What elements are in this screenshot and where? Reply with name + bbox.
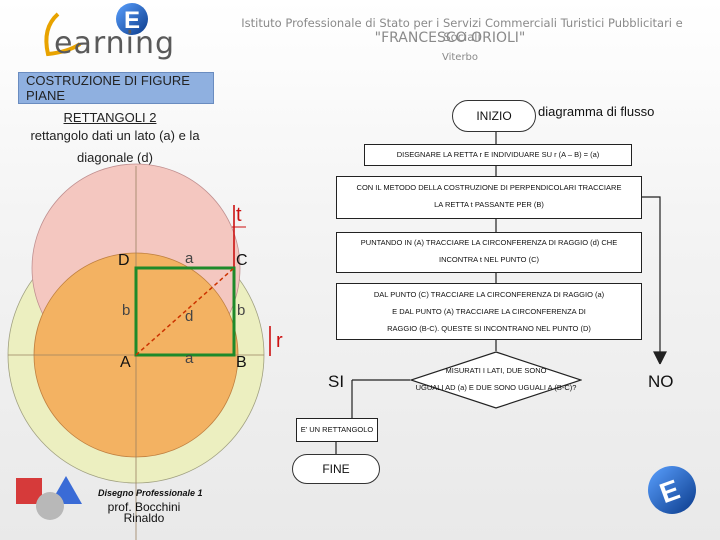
- flow-step-4: DAL PUNTO (C) TRACCIARE LA CIRCONFERENZA…: [336, 283, 642, 340]
- flow-result-label: E' UN RETTANGOLO: [300, 425, 374, 434]
- flow-result: E' UN RETTANGOLO: [296, 418, 378, 442]
- decision-diamond: [410, 351, 582, 409]
- flow-step-1-label: DISEGNARE LA RETTA r E INDIVIDUARE SU r …: [396, 150, 600, 159]
- institute-city: Viterbo: [441, 52, 479, 63]
- label-a-bottom: a: [185, 350, 194, 367]
- learning-e-icon: E: [44, 3, 148, 57]
- lesson-title-line1: COSTRUZIONE DI FIGURE: [26, 73, 190, 88]
- logo-word: earning: [54, 26, 176, 61]
- label-b-left: b: [122, 302, 131, 319]
- flow-step-3-line1: PUNTANDO IN (A) TRACCIARE LA CIRCONFEREN…: [360, 238, 618, 247]
- geometric-shapes-icon: [16, 476, 82, 520]
- flow-no-label: NO: [648, 372, 674, 391]
- flow-start-label: INIZIO: [476, 109, 512, 123]
- flowchart-title: diagramma di flusso: [538, 104, 655, 119]
- flow-decision-text: MISURATI I LATI, DUE SONO UGUALI AD (a) …: [380, 364, 612, 394]
- title-box: [18, 72, 214, 104]
- flow-step-2: CON IL METODO DELLA COSTRUZIONE DI PERPE…: [336, 176, 642, 219]
- lesson-desc-line2: diagonale (d): [77, 150, 153, 165]
- label-A: A: [120, 354, 131, 371]
- institute-line: Istituto Professionale di Stato per i Se…: [241, 16, 683, 44]
- label-D: D: [118, 252, 130, 269]
- label-a-top: a: [185, 250, 194, 267]
- lesson-title: COSTRUZIONE DI FIGURE PIANE: [26, 73, 226, 103]
- flow-decision-line1: MISURATI I LATI, DUE SONO: [445, 366, 547, 375]
- institute-name: "FRANCESCO ORIOLI": [374, 30, 526, 46]
- footer-author-line2: Rinaldo: [123, 511, 165, 525]
- e-badge-icon: E: [648, 466, 696, 514]
- rectangle-ABCD: [134, 266, 236, 357]
- flow-step-3: PUNTANDO IN (A) TRACCIARE LA CIRCONFEREN…: [336, 232, 642, 273]
- flow-step-4-line1: DAL PUNTO (C) TRACCIARE LA CIRCONFERENZA…: [373, 290, 605, 299]
- footer-author-line1: prof. Bocchini: [107, 500, 181, 514]
- label-r: r: [276, 330, 283, 352]
- flow-step-4-line3: RAGGIO (B-C). QUESTE SI INCONTRANO NEL P…: [387, 324, 591, 333]
- flow-end: FINE: [292, 454, 380, 484]
- flow-yes-label: SI: [328, 372, 345, 391]
- flow-step-3-line2: INCONTRA t NEL PUNTO (C): [438, 255, 539, 264]
- footer-course: Disegno Professionale 1: [98, 488, 203, 498]
- diagonal-d: [135, 267, 235, 356]
- flow-decision: [410, 351, 582, 409]
- footer-author: prof. Bocchini Rinaldo: [96, 500, 192, 525]
- flow-step-2-line1: CON IL METODO DELLA COSTRUZIONE DI PERPE…: [356, 183, 622, 192]
- flow-end-label: FINE: [322, 462, 350, 476]
- label-d: d: [185, 308, 194, 325]
- learning-logo: E: [28, 2, 188, 62]
- flow-start: INIZIO: [452, 100, 536, 132]
- flow-step-1: DISEGNARE LA RETTA r E INDIVIDUARE SU r …: [364, 144, 632, 166]
- svg-text:E: E: [124, 7, 140, 34]
- flow-step-4-line2: E DAL PUNTO (A) TRACCIARE LA CIRCONFEREN…: [392, 307, 586, 316]
- label-C: C: [236, 252, 248, 269]
- flow-decision-line2: UGUALI AD (a) E DUE SONO UGUALI A (B-C)?: [415, 383, 577, 392]
- label-t: t: [236, 204, 242, 226]
- label-B: B: [236, 354, 247, 371]
- flow-step-2-line2: LA RETTA t PASSANTE PER (B): [434, 200, 544, 209]
- lesson-desc-line1: rettangolo dati un lato (a) e la: [30, 128, 200, 143]
- label-b-right: b: [237, 302, 246, 319]
- lesson-subtitle: RETTANGOLI 2: [63, 110, 157, 125]
- lesson-title-line2: PIANE: [26, 88, 66, 103]
